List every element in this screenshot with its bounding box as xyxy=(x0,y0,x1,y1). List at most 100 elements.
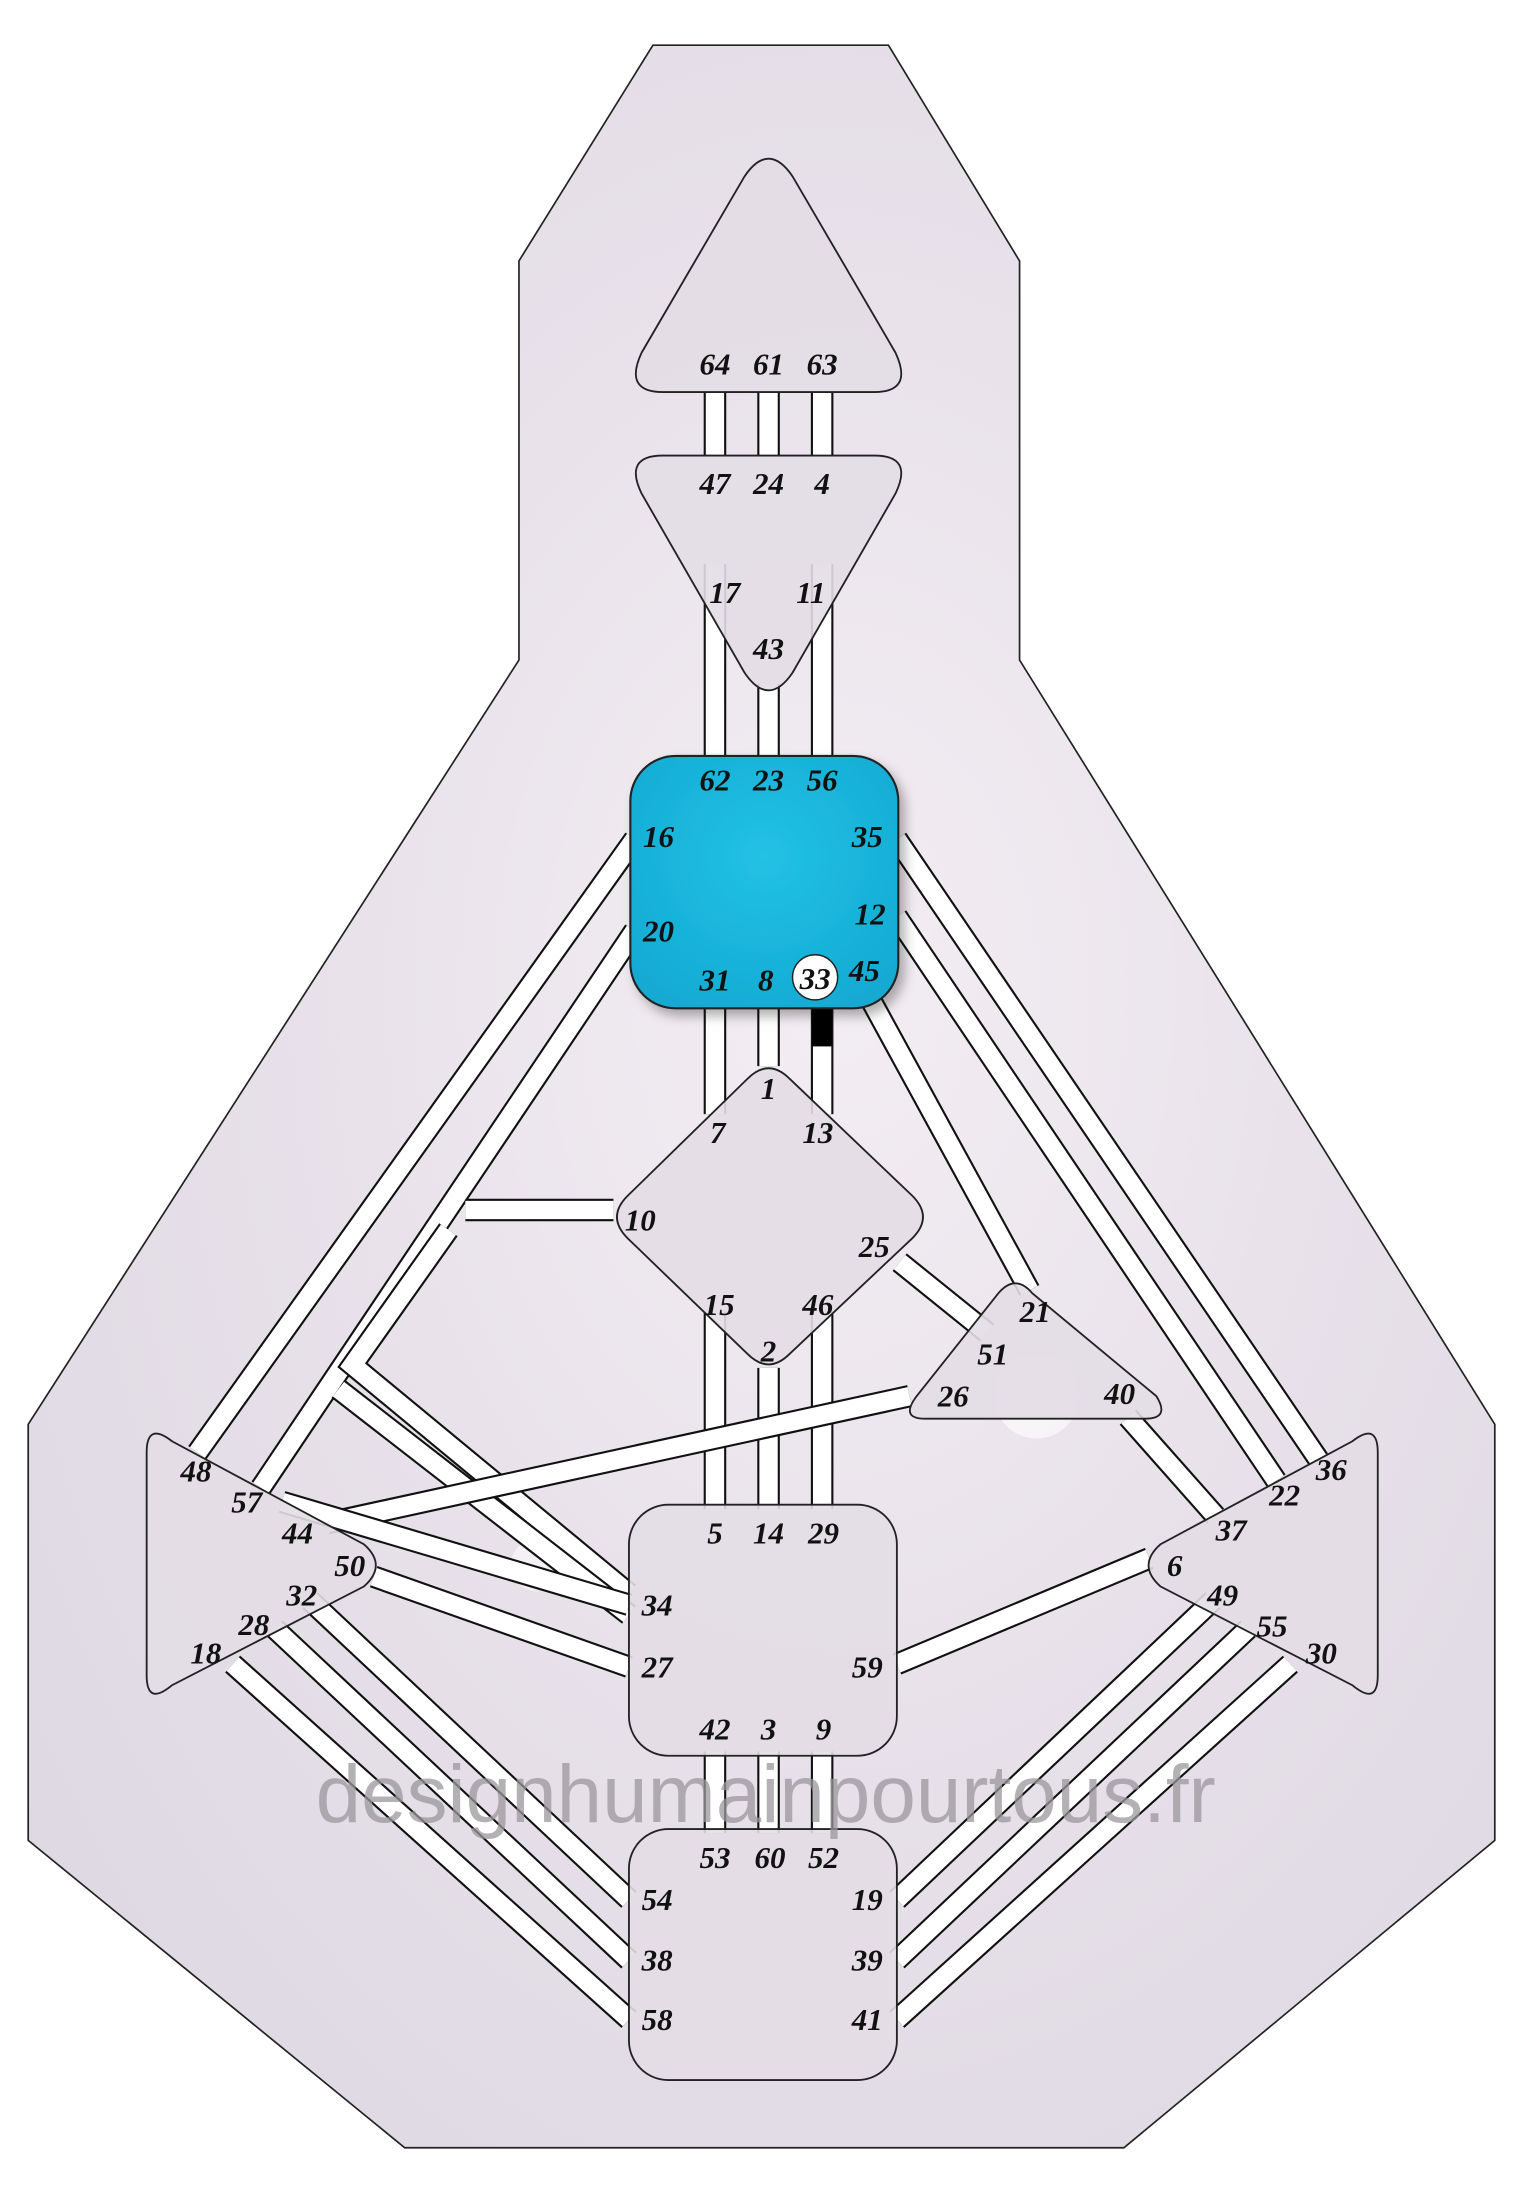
channel-fill xyxy=(890,1593,1220,1907)
gate-label-49[interactable]: 49 xyxy=(1206,1577,1238,1612)
channel-fill xyxy=(268,1622,636,1967)
gate-label-21[interactable]: 21 xyxy=(1019,1294,1051,1329)
gate-label-62[interactable]: 62 xyxy=(699,762,730,797)
channel-33-13[interactable] xyxy=(810,1004,834,1115)
gate-label-4[interactable]: 4 xyxy=(813,466,830,501)
center-sacral[interactable] xyxy=(628,1503,898,1757)
gate-label-55[interactable]: 55 xyxy=(1256,1608,1287,1643)
channel-18-58[interactable] xyxy=(225,1655,637,2028)
gate-label-57[interactable]: 57 xyxy=(231,1484,264,1519)
gate-label-51[interactable]: 51 xyxy=(977,1336,1008,1371)
center-throat[interactable] xyxy=(629,754,900,1010)
gate-label-36[interactable]: 36 xyxy=(1315,1452,1348,1487)
gate-label-29[interactable]: 29 xyxy=(807,1515,839,1550)
gate-label-7[interactable]: 7 xyxy=(710,1115,727,1150)
channel-16-48[interactable] xyxy=(188,832,644,1460)
channel-55-39[interactable] xyxy=(889,1620,1256,1969)
channel-30-41[interactable] xyxy=(889,1655,1298,2028)
gate-label-50[interactable]: 50 xyxy=(334,1548,365,1583)
gate-label-41[interactable]: 41 xyxy=(851,2002,883,2037)
gate-label-19[interactable]: 19 xyxy=(852,1882,883,1917)
channel-45-21[interactable] xyxy=(861,995,1040,1296)
gate-label-35[interactable]: 35 xyxy=(851,819,883,854)
gate-label-27[interactable]: 27 xyxy=(641,1649,675,1684)
gate-label-30[interactable]: 30 xyxy=(1305,1635,1337,1670)
gate-label-22[interactable]: 22 xyxy=(1268,1477,1300,1512)
gate-label-54[interactable]: 54 xyxy=(642,1882,673,1917)
center-ajna[interactable] xyxy=(634,454,903,692)
gate-label-52[interactable]: 52 xyxy=(808,1840,839,1875)
channel-12-22[interactable] xyxy=(887,910,1286,1488)
center-solar-plexus[interactable] xyxy=(1147,1432,1379,1695)
gate-label-33[interactable]: 33 xyxy=(799,961,831,996)
gate-label-2[interactable]: 2 xyxy=(760,1334,777,1369)
channel-20-57[interactable] xyxy=(251,924,644,1495)
channel-fill xyxy=(889,833,1327,1465)
gate-label-61[interactable]: 61 xyxy=(753,346,784,381)
gate-label-44[interactable]: 44 xyxy=(281,1515,313,1550)
gate-label-40[interactable]: 40 xyxy=(1103,1376,1135,1411)
channel-fill xyxy=(893,1255,993,1340)
gate-label-5[interactable]: 5 xyxy=(707,1515,723,1550)
channel-57-34[interactable] xyxy=(278,1491,633,1616)
center-spleen[interactable] xyxy=(145,1432,377,1695)
channel-fill xyxy=(370,1568,632,1676)
gate-label-39[interactable]: 39 xyxy=(851,1943,883,1978)
gate-label-53[interactable]: 53 xyxy=(699,1840,730,1875)
gate-label-16[interactable]: 16 xyxy=(643,819,675,854)
gate-label-32[interactable]: 32 xyxy=(285,1577,317,1612)
gate-label-58[interactable]: 58 xyxy=(642,2002,674,2037)
center-g[interactable] xyxy=(616,1067,924,1366)
gate-label-28[interactable]: 28 xyxy=(237,1607,270,1642)
gate-label-43[interactable]: 43 xyxy=(752,631,784,666)
gate-label-48[interactable]: 48 xyxy=(180,1453,213,1488)
gate-label-15[interactable]: 15 xyxy=(704,1287,735,1322)
gate-label-47[interactable]: 47 xyxy=(698,466,732,501)
channel-10-34[interactable] xyxy=(331,1380,636,1624)
gate-label-34[interactable]: 34 xyxy=(641,1587,673,1622)
channel-32-54[interactable] xyxy=(302,1592,637,1908)
gate-label-42[interactable]: 42 xyxy=(698,1711,730,1746)
gate-label-10[interactable]: 10 xyxy=(625,1202,656,1237)
channel-20-34[interactable] xyxy=(337,1223,637,1603)
gate-label-1[interactable]: 1 xyxy=(761,1071,777,1106)
gate-label-45[interactable]: 45 xyxy=(848,953,880,988)
gate-label-60[interactable]: 60 xyxy=(754,1840,785,1875)
gate-label-56[interactable]: 56 xyxy=(807,762,839,797)
center-heart[interactable] xyxy=(908,1282,1163,1420)
gate-label-8[interactable]: 8 xyxy=(758,963,774,998)
channel-50-27[interactable] xyxy=(369,1566,633,1678)
channel-26-44[interactable] xyxy=(324,1385,912,1535)
channel-fill xyxy=(279,1493,632,1614)
channel-40-37[interactable] xyxy=(1119,1409,1225,1524)
gate-label-11[interactable]: 11 xyxy=(796,575,825,610)
center-root[interactable] xyxy=(628,1828,898,2081)
channel-49-19[interactable] xyxy=(889,1592,1221,1908)
gate-label-37[interactable]: 37 xyxy=(1215,1513,1249,1548)
channel-59-6[interactable] xyxy=(892,1547,1154,1675)
gate-label-3[interactable]: 3 xyxy=(760,1711,777,1746)
channel-28-38[interactable] xyxy=(267,1620,637,1969)
gate-label-24[interactable]: 24 xyxy=(752,466,784,501)
gate-label-63[interactable]: 63 xyxy=(807,346,838,381)
gate-label-64[interactable]: 64 xyxy=(699,346,730,381)
channel-35-36[interactable] xyxy=(887,832,1328,1466)
gate-label-6[interactable]: 6 xyxy=(1167,1548,1183,1583)
gate-label-26[interactable]: 26 xyxy=(937,1379,970,1414)
center-head[interactable] xyxy=(634,158,903,394)
gate-label-23[interactable]: 23 xyxy=(752,762,784,797)
gate-label-12[interactable]: 12 xyxy=(855,896,886,931)
gate-label-13[interactable]: 13 xyxy=(802,1115,833,1150)
gate-label-38[interactable]: 38 xyxy=(641,1943,674,1978)
activated-gate-circle xyxy=(791,954,839,1001)
gate-label-9[interactable]: 9 xyxy=(816,1711,832,1746)
gate-label-17[interactable]: 17 xyxy=(709,575,742,610)
channel-25-51[interactable] xyxy=(892,1253,995,1342)
gate-label-25[interactable]: 25 xyxy=(858,1229,890,1264)
gate-label-18[interactable]: 18 xyxy=(190,1635,222,1670)
gate-label-31[interactable]: 31 xyxy=(698,963,730,998)
gate-label-46[interactable]: 46 xyxy=(801,1287,834,1322)
gate-label-59[interactable]: 59 xyxy=(852,1649,883,1684)
gate-label-20[interactable]: 20 xyxy=(642,913,674,948)
gate-label-14[interactable]: 14 xyxy=(753,1515,784,1550)
